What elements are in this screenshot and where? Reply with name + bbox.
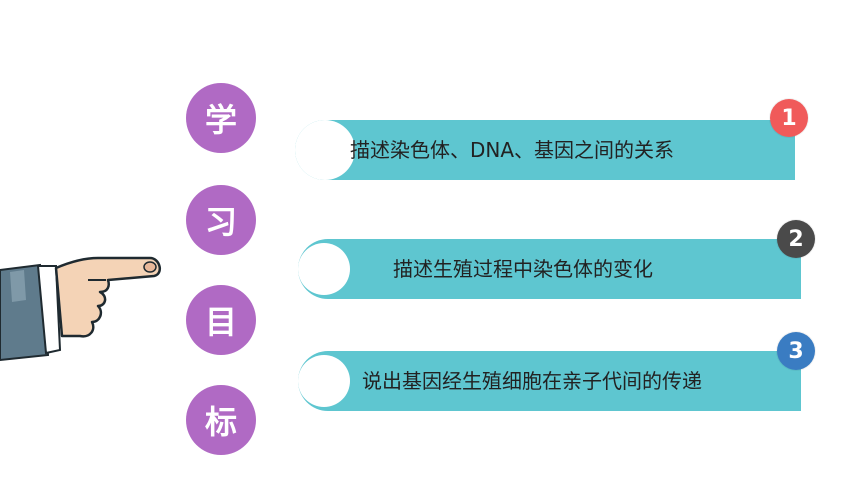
objective-text-1: 描述染色体、DNA、基因之间的关系 bbox=[350, 138, 675, 162]
objective-text-3: 说出基因经生殖细胞在亲子代间的传递 bbox=[362, 369, 702, 393]
objective-text-2: 描述生殖过程中染色体的变化 bbox=[393, 257, 653, 281]
objective-bar-2: 描述生殖过程中染色体的变化 bbox=[298, 239, 801, 299]
title-char-xi: 习 bbox=[186, 185, 256, 255]
objective-bar-3: 说出基因经生殖细胞在亲子代间的传递 bbox=[298, 351, 801, 411]
pointing-hand-icon bbox=[0, 256, 162, 362]
number-badge-3: 3 bbox=[777, 332, 815, 370]
bar-cap bbox=[295, 120, 355, 180]
title-char-xue: 学 bbox=[186, 83, 256, 153]
objective-bar-1: 描述染色体、DNA、基因之间的关系 bbox=[295, 120, 795, 180]
title-char-mu: 目 bbox=[186, 285, 256, 355]
number-badge-2: 2 bbox=[777, 220, 815, 258]
title-char-biao: 标 bbox=[186, 385, 256, 455]
bar-cap bbox=[298, 355, 350, 407]
number-badge-1: 1 bbox=[770, 99, 808, 137]
bar-cap bbox=[298, 243, 350, 295]
